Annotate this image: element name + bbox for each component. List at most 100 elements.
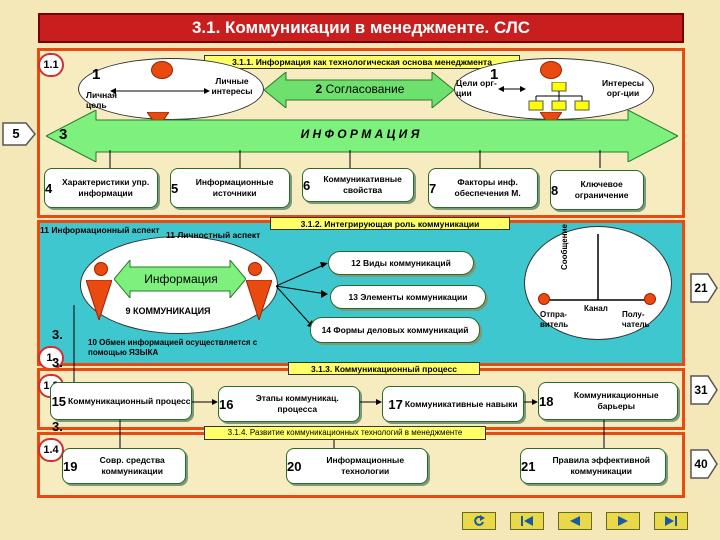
process-box-18[interactable]: 18 Коммуникационные барьеры xyxy=(538,382,678,420)
personal-aspect: 11 Личностный аспект xyxy=(166,230,261,240)
arrow-right-shape-icon xyxy=(690,449,718,479)
info-box-5[interactable]: 5 Информационные источники xyxy=(170,168,290,208)
section-3-band: 3.1.3. Коммуникационный процесс xyxy=(288,362,480,375)
message-label: Сообщение xyxy=(560,224,569,270)
information-label: И Н Ф О Р М А Ц И Я xyxy=(300,127,420,141)
triangle-down-icon xyxy=(86,280,112,320)
box-label: Коммуникативные свойства xyxy=(323,174,402,195)
process-arrows-icon xyxy=(192,399,538,405)
return-icon xyxy=(474,515,485,526)
business-forms-box[interactable]: 14 Формы деловых коммуникаций xyxy=(310,317,480,343)
right-arrow-label: 21 xyxy=(694,281,708,295)
comm-elements-box[interactable]: 13 Элементы коммуникации xyxy=(330,285,486,309)
receiver-label: Полу-чатель xyxy=(622,310,650,329)
process-box-16[interactable]: 16 Этапы коммуникац. процесса xyxy=(218,386,360,422)
badge-1-1[interactable]: 1.1 xyxy=(38,53,64,77)
box-num: 17 xyxy=(388,396,403,412)
section-4-band: 3.1.4. Развитие коммуникационных техноло… xyxy=(204,426,486,440)
box-label: Коммуникационные барьеры xyxy=(573,390,659,411)
org-goal: Цели орг-ции xyxy=(456,78,497,98)
right-arrow-21[interactable]: 21 xyxy=(690,272,718,304)
badge-3-label: 3. xyxy=(52,419,63,434)
personal-num: 1 xyxy=(92,66,101,83)
aspect-dot-right-icon xyxy=(248,262,262,276)
double-arrow-icon xyxy=(110,88,210,94)
agreement-text: Согласование xyxy=(325,82,405,96)
box-num: 20 xyxy=(287,458,302,474)
communication-label: 9 КОММУНИКАЦИЯ xyxy=(125,306,211,316)
box-num: 7 xyxy=(429,180,437,196)
box-num: 18 xyxy=(539,393,554,409)
connector-lines xyxy=(109,150,601,168)
box-num: 21 xyxy=(521,458,536,474)
box-label: Правила эффективной коммуникации xyxy=(552,455,651,476)
right-arrow-31[interactable]: 31 xyxy=(690,374,718,406)
tech-box-21[interactable]: 21 Правила эффективной коммуникации xyxy=(520,448,666,484)
exchange-label: 10 Обмен информацией осуществляется с по… xyxy=(88,338,258,357)
nav-return-button[interactable] xyxy=(462,512,496,530)
box-label: Факторы инф. обеспечения М. xyxy=(454,177,521,198)
nav-next-button[interactable] xyxy=(606,512,640,530)
next-icon xyxy=(618,516,628,526)
box-num: 8 xyxy=(551,182,559,198)
last-icon xyxy=(665,516,677,526)
arrow-right-shape-icon xyxy=(690,375,718,405)
person-marker-icon xyxy=(151,61,173,79)
triangle-down-icon xyxy=(246,280,272,320)
section-2-band: 3.1.2. Интегрирующая роль коммуникации xyxy=(270,217,510,230)
information-arrow-small-icon xyxy=(114,260,246,298)
information-label-small: Информация xyxy=(144,272,218,286)
org-chart-icon xyxy=(528,82,590,111)
prev-icon xyxy=(570,516,580,526)
badge-3-label: 3. xyxy=(52,327,63,342)
section-1-band: 3.1.1. Информация как технологическая ос… xyxy=(204,55,520,69)
info-box-4[interactable]: 4 Характеристики упр. информации xyxy=(44,168,158,208)
tech-box-19[interactable]: 19 Совр. средства коммуникации xyxy=(62,448,186,484)
arrow-right-shape-icon xyxy=(690,273,718,303)
personal-goal: Личная цель xyxy=(86,90,117,110)
org-interest: Интересы орг-ции xyxy=(602,78,644,98)
nav-last-button[interactable] xyxy=(654,512,688,530)
left-arrow-label: 5 xyxy=(12,126,20,141)
box-label: Этапы коммуникац. процесса xyxy=(255,393,339,414)
right-arrow-label: 31 xyxy=(694,383,708,397)
sender-dot-icon xyxy=(538,293,550,305)
information-num: 3 xyxy=(59,126,68,143)
personal-interest: Личные интересы xyxy=(211,76,253,96)
agreement-arrow-icon xyxy=(264,72,454,108)
nav-first-button[interactable] xyxy=(510,512,544,530)
box-label: Совр. средства коммуникации xyxy=(99,455,165,476)
info-aspect: 11 Информационный аспект xyxy=(40,225,160,235)
box-num: 15 xyxy=(51,393,67,409)
info-box-6[interactable]: 6 Коммуникативные свойства xyxy=(302,168,414,202)
box-num: 16 xyxy=(219,396,234,412)
receiver-dot-icon xyxy=(644,293,656,305)
right-arrow-label: 40 xyxy=(694,457,708,471)
arrow-right-shape-icon xyxy=(2,122,36,146)
org-marker-icon xyxy=(540,61,562,79)
right-arrow-40[interactable]: 40 xyxy=(690,448,718,480)
box-num: 4 xyxy=(45,180,53,196)
badge-1-4[interactable]: 1.4 xyxy=(38,438,64,462)
information-arrow-icon xyxy=(46,110,678,162)
box-num: 6 xyxy=(303,177,311,193)
channel-lines xyxy=(544,234,652,301)
box-num: 19 xyxy=(63,458,78,474)
channel-label: Канал xyxy=(584,304,608,313)
box-label: Коммуникационный процесс xyxy=(68,395,191,406)
org-num: 1 xyxy=(490,66,499,83)
box-num: 5 xyxy=(171,180,179,196)
agreement-num: 2 xyxy=(315,82,323,96)
info-box-7[interactable]: 7 Факторы инф. обеспечения М. xyxy=(428,168,538,208)
box-label: Информационные технологии xyxy=(326,455,405,476)
badge-3-label: 3. xyxy=(52,355,63,370)
left-arrow-5[interactable]: 5 xyxy=(2,120,36,148)
tech-box-20[interactable]: 20 Информационные технологии xyxy=(286,448,428,484)
nav-prev-button[interactable] xyxy=(558,512,592,530)
box-label: Информационные источники xyxy=(195,177,274,198)
comm-types-box[interactable]: 12 Виды коммуникаций xyxy=(328,251,474,275)
box-label: Характеристики упр. информации xyxy=(61,177,150,198)
